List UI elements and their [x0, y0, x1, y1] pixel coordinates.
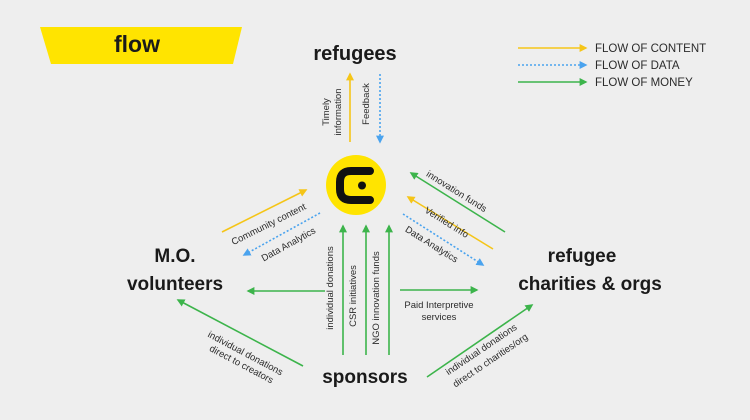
node-mo-line2: volunteers [127, 274, 223, 295]
label-feedback: Feedback [361, 83, 372, 125]
page-title: flow [114, 31, 160, 57]
label-individual-donations: individual donations [325, 246, 336, 330]
label-timely-line1: Timely [321, 98, 332, 126]
label-paid-line1: Paid Interpretive [404, 300, 473, 311]
node-mo-line1: M.O. [154, 246, 195, 267]
node-charities-line1: refugee [548, 246, 617, 267]
label-csr-initiatives: CSR initiatives [348, 265, 359, 327]
legend-data-label: FLOW OF DATA [595, 60, 680, 72]
node-charities-line2: charities & orgs [518, 274, 662, 295]
node-sponsors: sponsors [322, 367, 408, 388]
legend-content-label: FLOW OF CONTENT [595, 43, 706, 55]
legend: FLOW OF CONTENT FLOW OF DATA FLOW OF MON… [518, 43, 706, 89]
arrow-data-analytics-left [242, 212, 321, 256]
label-timely-line2: information [333, 89, 344, 136]
legend-money-label: FLOW OF MONEY [595, 77, 693, 89]
label-ngo-innovation-funds: NGO innovation funds [371, 251, 382, 345]
arrow-verified-info [406, 196, 494, 250]
arrow-community-content [221, 189, 308, 233]
arrow-donations-to-creators [176, 299, 304, 367]
label-data-analytics-left: Data Analytics [260, 225, 318, 264]
banner-shape [40, 27, 242, 64]
arrow-innovation-funds [409, 172, 506, 233]
label-paid-line2: services [422, 312, 457, 323]
arrow-donations-to-charities [426, 304, 534, 378]
node-refugees: refugees [313, 43, 396, 65]
c-logo-icon [326, 155, 386, 215]
title-banner: flow [40, 27, 242, 64]
node-refugee-charities: refugee charities & orgs [518, 246, 662, 295]
node-mo-volunteers: M.O. volunteers [127, 246, 223, 295]
label-verified-info: Verified info [422, 205, 470, 241]
